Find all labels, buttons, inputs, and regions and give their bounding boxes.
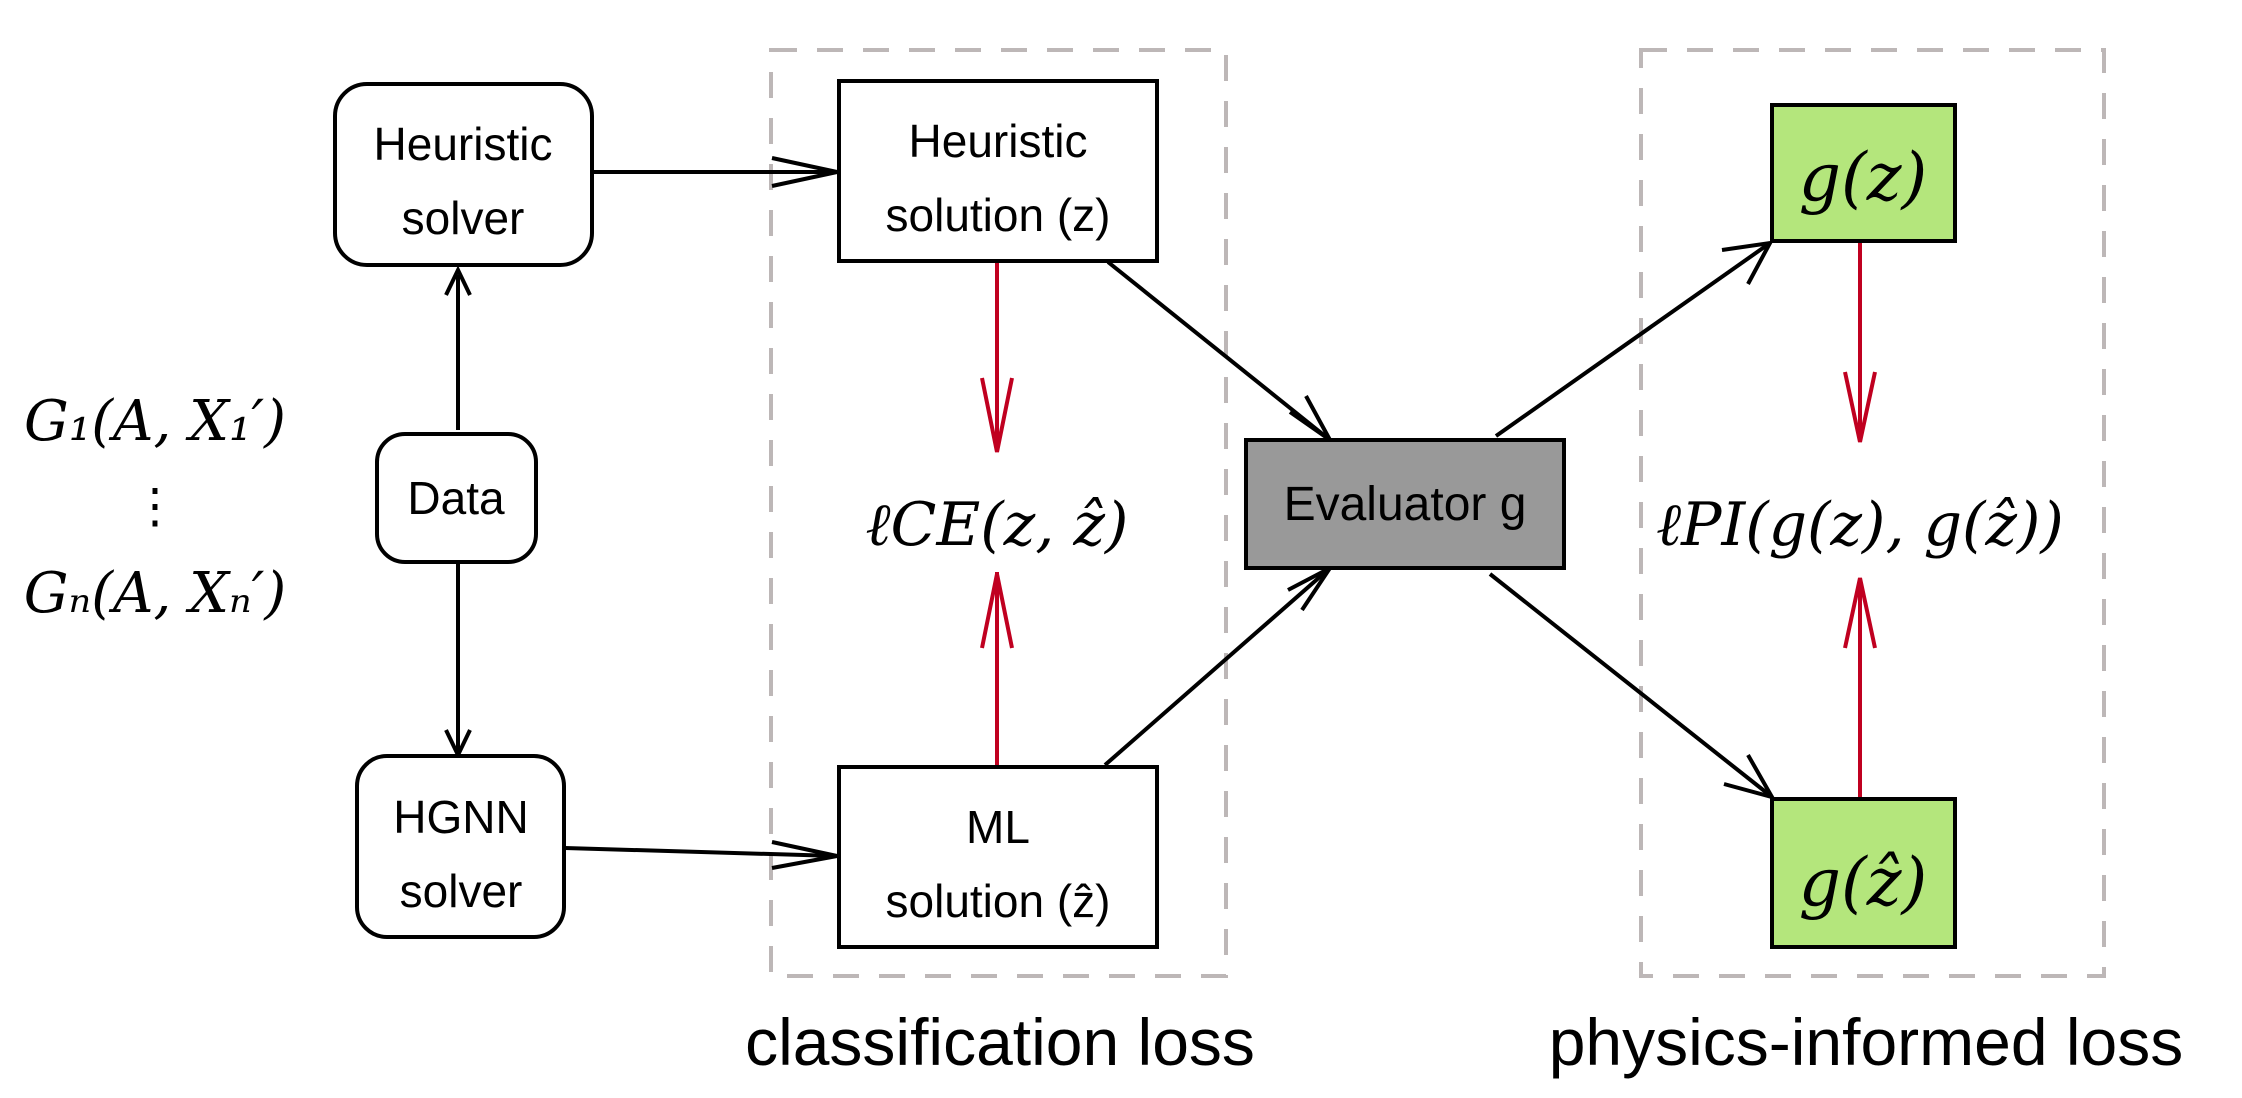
g-z-node: [1770, 103, 1957, 243]
evaluator-label: Evaluator g: [1284, 478, 1527, 531]
hgnn-solver-label-line2: solver: [400, 865, 523, 917]
evaluator-to-gz-arrow: [1494, 241, 1772, 438]
hgnn-solver-to-ml-solution-arrow: [564, 846, 838, 858]
ml-solution-label-line2: solution (ẑ): [886, 875, 1111, 927]
heuristic-solution-to-evaluator-arrow: [1106, 260, 1332, 442]
ml-solution-node: [837, 765, 1159, 949]
ce-loss-bottom-arrowhead: [980, 573, 1014, 649]
classification-loss-caption: classification loss: [745, 1005, 1255, 1079]
hgnn-solver-node: [355, 754, 566, 939]
heuristic-solver-node: [333, 82, 594, 267]
data-node: [375, 432, 538, 564]
ce-loss-formula: ℓCE(z, ẑ): [866, 490, 1129, 560]
input-graph-ellipsis: ⋮: [131, 478, 179, 534]
ce-loss-top-arrowhead: [980, 377, 1014, 453]
physics-informed-loss-group: [1639, 48, 2106, 978]
heuristic-solution-node: [837, 79, 1159, 263]
heuristic-solution-label-line1: Heuristic: [909, 115, 1088, 167]
heuristic-solver-arrowhead: [444, 265, 472, 296]
g-zhat-node: [1770, 797, 1957, 949]
evaluator-to-gzhat-arrow: [1488, 572, 1774, 799]
ml-solution-label-line1: ML: [966, 801, 1030, 853]
g-z-label: g(z): [1799, 139, 1928, 216]
data-label: Data: [407, 472, 505, 524]
pi-loss-bottom-arrowhead: [1843, 577, 1877, 649]
hgnn-solver-label-line1: HGNN: [393, 791, 528, 843]
pi-loss-formula: ℓPI(g(z), g(ẑ)): [1656, 490, 2064, 560]
input-graph-first: G₁(A, X₁′): [24, 389, 286, 454]
heuristic-solver-label-line2: solver: [402, 192, 525, 244]
ml-solution-to-evaluator-arrow: [1103, 566, 1332, 767]
physics-informed-loss-caption: physics-informed loss: [1549, 1005, 2184, 1079]
heuristic-solution-label-line2: solution (z): [886, 189, 1111, 241]
g-zhat-label: g(ẑ): [1799, 844, 1928, 921]
heuristic-solver-label-line1: Heuristic: [374, 118, 553, 170]
pi-loss-top-arrowhead: [1843, 371, 1877, 443]
input-graph-last: Gₙ(A, Xₙ′): [24, 561, 286, 626]
evaluator-top-arrowhead: [1288, 395, 1332, 442]
evaluator-node: [1244, 438, 1566, 570]
